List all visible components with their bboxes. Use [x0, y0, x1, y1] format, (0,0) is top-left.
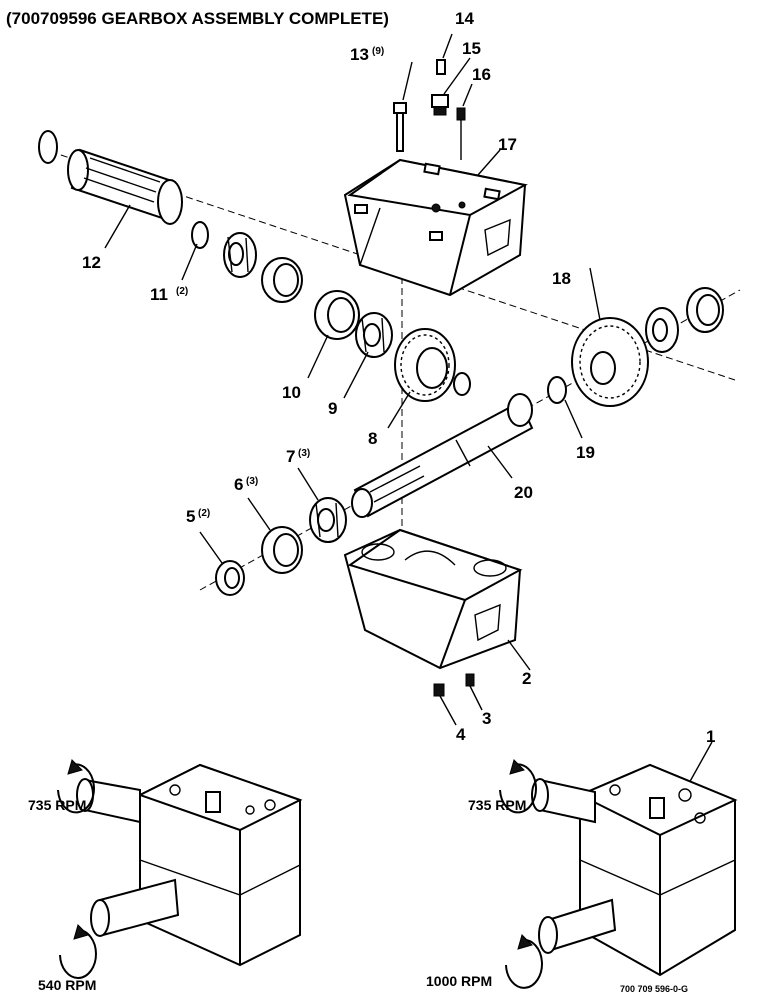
bearing-cup-lower	[261, 526, 303, 574]
breather-plug	[431, 59, 449, 116]
callout-19: 19	[576, 443, 595, 462]
breather-plug-icon	[205, 791, 221, 813]
speed-label-right-lower: 1000 RPM	[426, 973, 492, 989]
arrow-head-icon	[509, 759, 525, 775]
callout-4: 4	[456, 725, 466, 744]
breather-plug-icon	[649, 797, 665, 819]
bearing-cup-center	[314, 290, 360, 340]
rotation-arrow-icon	[505, 938, 543, 989]
callout-5-qty: (2)	[198, 508, 210, 519]
callout-16: 16	[472, 65, 491, 84]
callout-3: 3	[482, 709, 491, 728]
callout-5: 5	[186, 507, 195, 526]
callout-11-qty: (2)	[176, 286, 188, 297]
speed-label-right-upper: 735 RPM	[468, 797, 526, 813]
callout-12: 12	[82, 253, 101, 272]
callout-13: 13	[350, 45, 369, 64]
callout-7-qty: (3)	[298, 448, 310, 459]
callout-8: 8	[368, 429, 377, 448]
bearing-cone-right	[645, 307, 679, 353]
shaft-gear-end	[157, 179, 183, 225]
callout-9: 9	[328, 399, 337, 418]
bearing-cup-upper-left	[261, 257, 303, 303]
arrow-head-icon	[517, 934, 533, 950]
bearing-cone-lower	[309, 497, 347, 543]
spacer-ring	[547, 376, 567, 404]
callout-6-qty: (3)	[246, 476, 258, 487]
speed-label-left-upper: 735 RPM	[28, 797, 86, 813]
callout-labels: 1 2 3 4 5 (2) 6 (3) 7 (3) 8 9 10 11 (2) …	[82, 9, 715, 746]
pinion-gear	[394, 328, 456, 402]
callout-15: 15	[462, 39, 481, 58]
upper-housing	[343, 158, 528, 297]
rotation-arrow-icon	[499, 763, 537, 814]
set-screw-upper	[456, 107, 466, 160]
ring-gear	[571, 317, 649, 407]
lower-housing	[343, 528, 523, 670]
callout-17: 17	[498, 135, 517, 154]
spline-line	[83, 177, 155, 203]
arrow-head-icon	[73, 924, 89, 940]
callout-7: 7	[286, 447, 295, 466]
callout-10: 10	[282, 383, 301, 402]
assembled-gearbox-right	[499, 759, 738, 989]
callout-6: 6	[234, 475, 243, 494]
spline-line	[89, 157, 161, 183]
spline-line	[85, 167, 157, 193]
drawing-code: 700 709 596-0-G	[620, 984, 688, 994]
leader-lines	[104, 33, 713, 786]
drain-plug	[465, 673, 475, 687]
cap-screw	[393, 102, 407, 152]
shaft-seal-left	[38, 130, 58, 164]
snap-ring	[191, 221, 209, 249]
callout-13-qty: (9)	[372, 46, 384, 57]
fill-plug	[433, 683, 445, 697]
callout-14: 14	[455, 9, 474, 28]
bearing-cup-right	[686, 287, 724, 333]
oil-seal	[215, 560, 245, 596]
callout-2: 2	[522, 669, 531, 688]
input-shaft	[38, 130, 183, 225]
assembled-gearbox-left	[57, 759, 303, 979]
pinion-snap-ring	[453, 372, 471, 396]
rotation-arrow-icon	[57, 763, 95, 814]
callout-18: 18	[552, 269, 571, 288]
bearing-cone-upper-left	[223, 232, 257, 278]
callout-11: 11	[150, 285, 168, 304]
output-shaft	[351, 393, 534, 518]
bearing-cone-center	[355, 312, 393, 358]
arrow-head-icon	[67, 759, 83, 775]
callout-1: 1	[706, 727, 715, 746]
rotation-arrow-icon	[59, 929, 97, 979]
shaft-spline-end	[67, 149, 89, 191]
diagram-title: (700709596 GEARBOX ASSEMBLY COMPLETE)	[6, 9, 389, 28]
speed-label-left-lower: 540 RPM	[38, 977, 96, 993]
callout-20: 20	[514, 483, 533, 502]
